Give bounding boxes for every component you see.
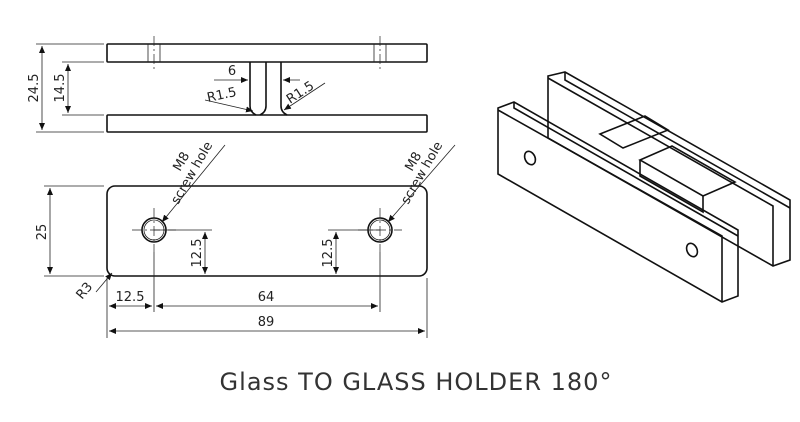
dim-left-vertical-12-5: 12.5	[190, 239, 205, 268]
top-view-web-right2	[280, 105, 288, 116]
top-view-web-right	[259, 105, 267, 116]
left-screw-label-text: screw hole	[168, 139, 216, 207]
iso-hole-left	[523, 150, 537, 166]
dim-14-5: 14.5	[53, 74, 68, 103]
front-plate-outline	[106, 185, 428, 277]
iso-hole-right	[685, 242, 699, 258]
isometric-view	[497, 71, 791, 303]
drawing-title: Glass TO GLASS HOLDER 180°	[220, 368, 613, 396]
dim-hole-offset-12-5: 12.5	[116, 290, 145, 305]
top-view-upper-plate	[106, 43, 428, 63]
corner-radius-r3: R3	[74, 280, 97, 303]
front-view: M8 screw hole M8 screw hole 25 12.5 12.5…	[35, 139, 456, 338]
top-view: 24.5 14.5 6 R1.5 R1.5	[27, 36, 428, 133]
dim-24-5: 24.5	[27, 74, 42, 103]
dim-right-vertical-12-5: 12.5	[321, 239, 336, 268]
dim-hole-spacing-64: 64	[258, 290, 275, 305]
top-view-web-left	[249, 62, 257, 116]
radius-left: R1.5	[206, 85, 238, 106]
dim-total-length-89: 89	[258, 315, 275, 330]
dim-gap-6: 6	[228, 64, 236, 79]
top-view-lower-plate	[106, 114, 428, 133]
dim-height-25: 25	[35, 224, 50, 241]
right-screw-label-text: screw hole	[398, 139, 446, 207]
radius-right: R1.5	[284, 79, 317, 108]
iso-front-plate	[497, 101, 739, 303]
